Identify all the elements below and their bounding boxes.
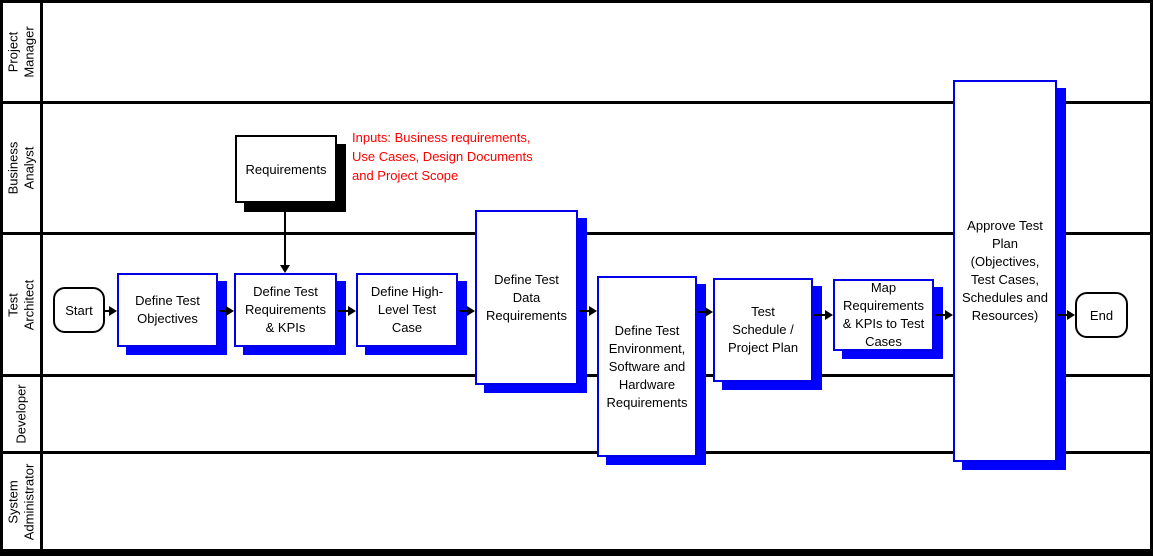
node-map-requirements-kpis: Map Requirements & KPIs to Test Cases	[833, 279, 934, 351]
lane-project-manager: Project Manager	[3, 3, 40, 101]
arrow-data-to-environment	[579, 306, 597, 316]
annotation-inputs: Inputs: Business requirements, Use Cases…	[352, 130, 533, 183]
frame-right-border	[1150, 0, 1153, 556]
arrow-schedule-to-map	[814, 310, 833, 320]
lane-divider-4	[0, 451, 1153, 454]
lane-business-analyst: Business Analyst	[3, 104, 40, 232]
lane-label: System Administrator	[5, 463, 37, 540]
node-define-test-objectives: Define Test Objectives	[117, 273, 218, 347]
arrow-objectives-to-requirements	[219, 306, 234, 316]
frame-top-border	[0, 0, 1153, 3]
arrow-environment-to-schedule	[698, 307, 713, 317]
lane-developer: Developer	[3, 377, 40, 451]
node-define-test-data-requirements: Define Test Data Requirements	[475, 210, 578, 385]
lane-test-architect: Test Architect	[3, 235, 40, 374]
arrow-requirements-input	[280, 203, 290, 273]
arrow-requirements-to-testcase	[338, 306, 356, 316]
lane-label: Project Manager	[5, 26, 37, 78]
lane-label: Developer	[13, 384, 29, 444]
node-test-schedule-project-plan: Test Schedule / Project Plan	[713, 278, 813, 382]
arrow-approve-to-end	[1058, 310, 1075, 320]
lane-label: Business Analyst	[5, 141, 37, 195]
node-define-high-level-test-case: Define High- Level Test Case	[356, 273, 458, 347]
node-start: Start	[53, 287, 105, 333]
arrow-start-to-objectives	[105, 306, 117, 316]
node-end: End	[1075, 292, 1128, 338]
frame-bottom-border	[0, 549, 1153, 556]
node-requirements: Requirements	[235, 135, 337, 203]
node-define-test-requirements-kpis: Define Test Requirements & KPIs	[234, 273, 337, 347]
lane-divider-1	[0, 101, 1153, 104]
frame-left-border	[0, 0, 3, 556]
lane-label: Test Architect	[5, 279, 37, 330]
arrow-testcase-to-data	[459, 306, 475, 316]
arrow-map-to-approve	[935, 310, 953, 320]
node-define-test-environment: Define Test Environment, Software and Ha…	[597, 276, 697, 457]
node-approve-test-plan: Approve Test Plan (Objectives, Test Case…	[953, 80, 1057, 462]
lane-system-administrator: System Administrator	[3, 454, 40, 549]
lane-label-column-divider	[40, 0, 43, 556]
